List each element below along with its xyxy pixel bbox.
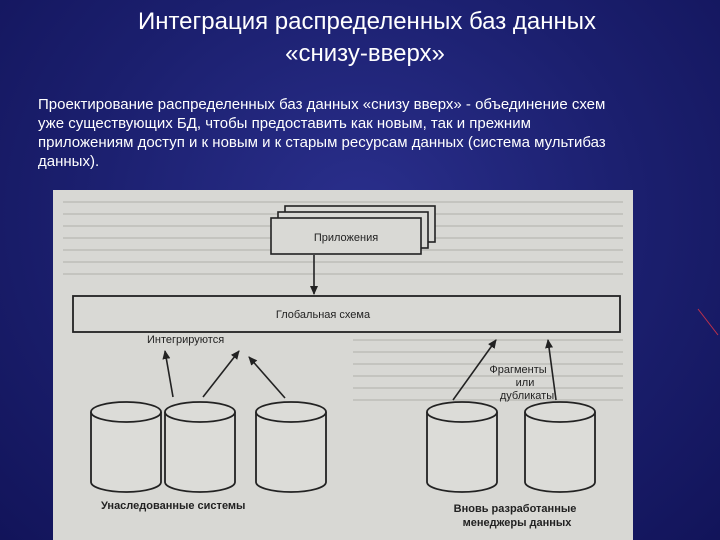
architecture-diagram: Приложения Глобальная схема Интегрируютс… (53, 190, 633, 540)
integrate-arrow-right (249, 357, 285, 398)
new-managers-label-line-2: менеджеры данных (463, 517, 573, 529)
body-text: Проектирование распределенных баз данных… (38, 95, 618, 171)
applications-stack: Приложения (271, 206, 435, 254)
title-line-1: Интеграция распределенных баз данных (0, 6, 720, 38)
legacy-database-2 (165, 402, 235, 492)
global-schema-label: Глобальная схема (276, 309, 371, 321)
slide-title: Интеграция распределенных баз данных «сн… (0, 6, 720, 70)
decorative-red-line (696, 305, 720, 345)
fragments-label-line-3: дубликаты (500, 390, 554, 402)
integrate-label: Интегрируются (147, 334, 224, 346)
applications-label: Приложения (314, 232, 378, 244)
fragments-label-line-2: или (516, 377, 535, 389)
new-database-1 (427, 402, 497, 492)
integrate-arrow-left (165, 351, 173, 397)
title-line-2: «снизу-вверх» (0, 38, 720, 70)
architecture-figure: Приложения Глобальная схема Интегрируютс… (53, 190, 633, 540)
fragments-label-line-1: Фрагменты (489, 364, 546, 376)
new-database-2 (525, 402, 595, 492)
integrate-arrow-middle (203, 351, 239, 397)
legacy-database-3 (256, 402, 326, 492)
new-managers-label-line-1: Вновь разработанные (454, 503, 577, 515)
legacy-database-1 (91, 402, 161, 492)
legacy-systems-label: Унаследованные системы (101, 500, 245, 512)
